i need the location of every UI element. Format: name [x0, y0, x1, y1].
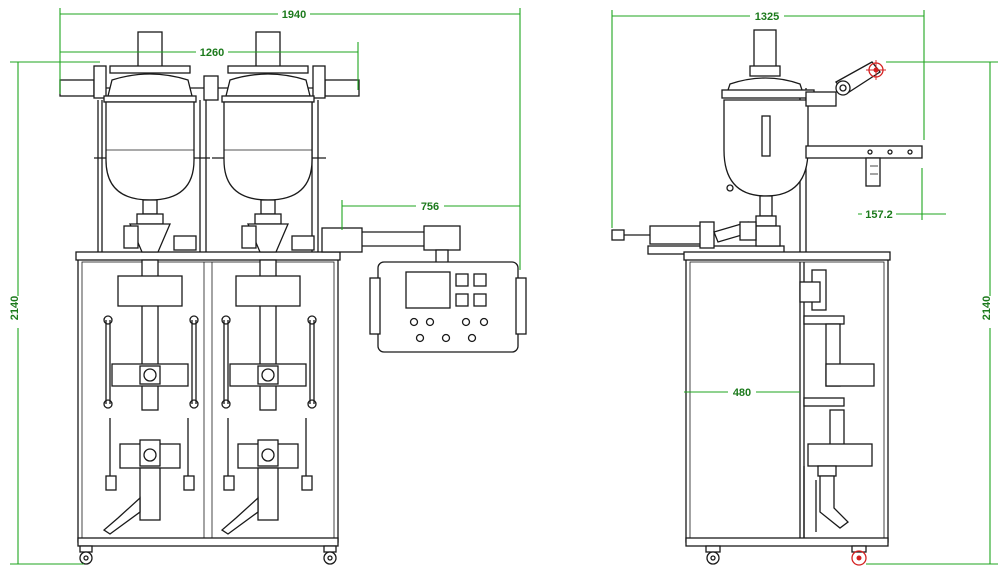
right-hopper — [221, 31, 315, 253]
side-horizontal-bar — [805, 145, 923, 187]
dim-side-arm-offset: 157.2 — [865, 209, 893, 221]
left-filling-unit — [102, 259, 199, 535]
side-mechanism — [799, 262, 875, 538]
side-top-arm — [805, 60, 886, 107]
left-hopper — [103, 31, 197, 253]
front-tabletop — [75, 251, 341, 261]
dim-front-hopper-span: 1260 — [200, 47, 224, 59]
side-view: 1325 157.2 2140 480 — [611, 8, 998, 566]
dim-side-depth: 480 — [733, 387, 751, 399]
control-button — [473, 273, 487, 287]
dim-front-total-width: 1940 — [282, 9, 306, 21]
right-axle — [324, 79, 360, 97]
control-box — [369, 261, 527, 353]
left-axle — [59, 79, 95, 97]
dim-side-height: 2140 — [981, 296, 993, 320]
front-view: 1940 1260 2140 756 — [9, 6, 527, 565]
right-filling-unit — [220, 259, 317, 535]
dim-front-height: 2140 — [9, 296, 21, 320]
front-wheels — [79, 545, 337, 565]
control-display — [405, 271, 451, 309]
control-arm — [321, 225, 461, 265]
side-dimensions: 1325 157.2 2140 480 — [611, 8, 998, 565]
side-cabinet — [685, 256, 889, 543]
dim-controller-reach: 756 — [421, 201, 439, 213]
control-button — [473, 293, 487, 307]
side-hopper — [721, 29, 815, 247]
control-button — [455, 273, 469, 287]
dim-side-total-width: 1325 — [755, 11, 779, 23]
side-cylinder — [611, 221, 757, 249]
front-dimensions: 1940 1260 2140 756 — [9, 6, 521, 565]
control-button — [455, 293, 469, 307]
side-base — [685, 537, 889, 547]
side-wheels — [705, 545, 867, 566]
front-base — [77, 537, 339, 547]
wheel-highlight — [851, 550, 867, 566]
